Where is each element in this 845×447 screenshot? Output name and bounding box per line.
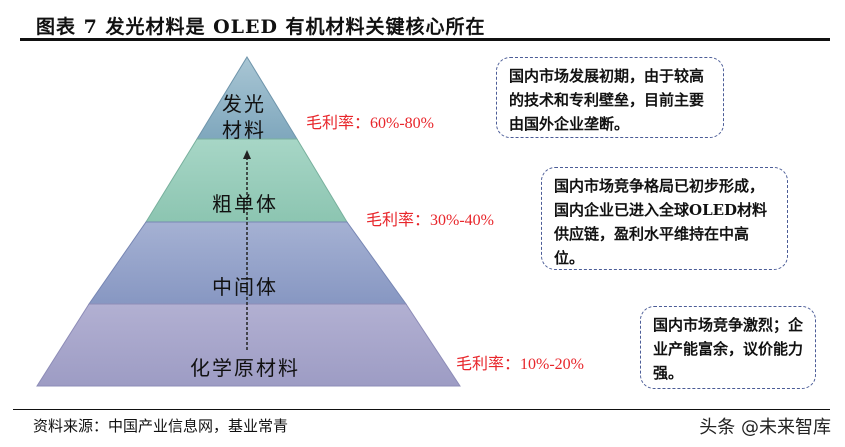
layer-label-intermediate: 中间体 [212, 275, 278, 299]
layer-label-raw-materials: 化学原材料 [190, 356, 300, 380]
figure-title: 图表 7 发光材料是 OLED 有机材料关键核心所在 [36, 16, 486, 38]
note-crude-monomer: 国内市场竞争格局已初步形成，国内企业已进入全球OLED材料供应链，盈利水平维持在… [541, 167, 788, 270]
gross-margin-crude-monomer: 毛利率：30%-40% [366, 212, 494, 229]
title-divider [20, 38, 830, 41]
layer-label-crude-monomer: 粗单体 [212, 192, 278, 216]
note-raw-materials: 国内市场竞争激烈；企业产能富余，议价能力强。 [640, 306, 816, 389]
layer-label-emissive-line2: 材料 [222, 118, 266, 142]
source-note: 资料来源：中国产业信息网，基业常青 [33, 417, 289, 435]
layer-label-emissive-line1: 发光 [222, 92, 266, 116]
dashed-up-arrow-icon [243, 150, 251, 350]
note-emissive-materials: 国内市场发展初期，由于较高的技术和专利壁垒，目前主要由国外企业垄断。 [496, 57, 724, 138]
gross-margin-emissive: 毛利率：60%-80% [306, 115, 434, 132]
footer-divider [13, 409, 830, 410]
layer-chemical-raw-materials [36, 303, 461, 387]
watermark: 头条 @未来智库 [699, 417, 831, 438]
gross-margin-raw-materials: 毛利率：10%-20% [456, 356, 584, 373]
